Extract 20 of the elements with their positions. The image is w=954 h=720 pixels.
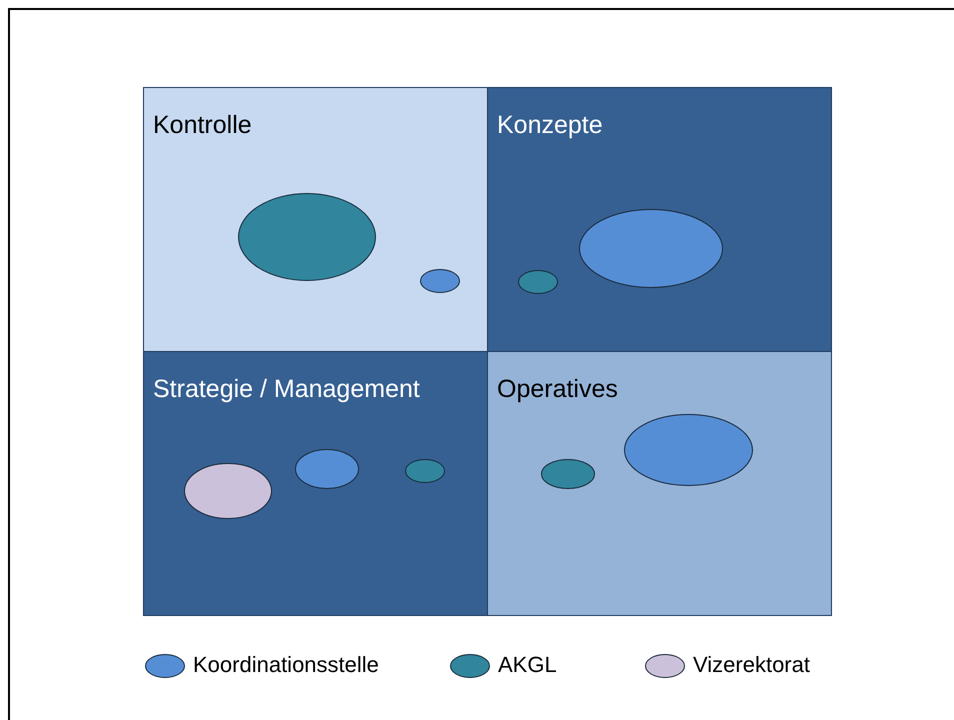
legend-label: Koordinationsstelle bbox=[193, 652, 379, 678]
legend-label: Vizerektorat bbox=[693, 652, 810, 678]
bubble bbox=[420, 269, 460, 293]
bubble bbox=[518, 270, 558, 294]
bubble bbox=[579, 209, 723, 288]
quadrant-title: Operatives bbox=[497, 374, 618, 404]
quadrant-title: Kontrolle bbox=[153, 110, 252, 140]
bubble bbox=[295, 449, 359, 489]
bubble bbox=[405, 459, 445, 483]
legend-label: AKGL bbox=[498, 652, 557, 678]
quadrant-panel bbox=[143, 351, 488, 616]
quadrant-panel bbox=[487, 87, 832, 352]
quadrant-panel bbox=[487, 351, 832, 616]
bubble bbox=[184, 463, 272, 519]
bubble bbox=[624, 414, 753, 486]
quadrant-title: Strategie / Management bbox=[153, 374, 420, 404]
quadrant-panel bbox=[143, 87, 488, 352]
bubble bbox=[541, 459, 595, 489]
bubble bbox=[238, 193, 376, 281]
quadrant-title: Konzepte bbox=[497, 110, 603, 140]
